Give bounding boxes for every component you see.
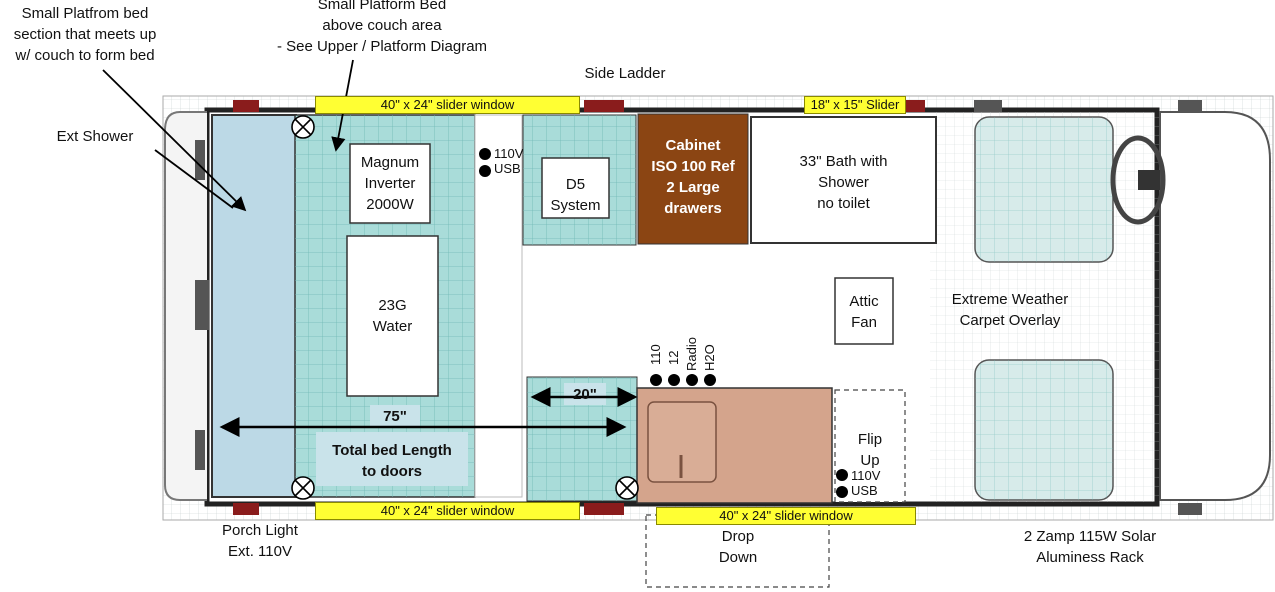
solar-label: 2 Zamp 115W Solar Aluminess Rack bbox=[1010, 526, 1170, 568]
flip-up-label: Flip Up bbox=[845, 429, 895, 471]
attic-fan-label: Attic Fan bbox=[835, 291, 893, 333]
steering-wheel bbox=[1110, 135, 1166, 225]
bath-line-1: 33" Bath with bbox=[799, 153, 888, 170]
window-bottom-right: 40" x 24" slider window bbox=[656, 507, 916, 525]
rear-doors bbox=[164, 111, 207, 501]
window-top-right: 18" x 15" Slider bbox=[804, 96, 906, 114]
galley-outlet-110: 110 bbox=[648, 344, 663, 365]
flip-up-table bbox=[834, 389, 906, 503]
d5-label: D5 System bbox=[542, 174, 609, 216]
wall-pillars bbox=[195, 100, 1202, 515]
outlet-dots bbox=[479, 148, 848, 498]
flip-up-line-2: Up bbox=[860, 452, 880, 469]
window-top-left: 40" x 24" slider window bbox=[315, 96, 580, 114]
driver-seat bbox=[974, 116, 1114, 263]
passenger-seat bbox=[974, 359, 1114, 501]
solar-line-1: 2 Zamp 115W Solar bbox=[1023, 528, 1157, 545]
bed-length-box bbox=[316, 432, 468, 486]
cabinet-line-2: ISO 100 Ref bbox=[651, 158, 735, 175]
fridge-cabinet bbox=[637, 113, 749, 245]
upper-outlet-110v: 110V bbox=[494, 146, 524, 161]
platform-bed-line-2: above couch area bbox=[322, 17, 442, 34]
small-bed-leader bbox=[102, 69, 247, 212]
light-fixtures bbox=[291, 115, 639, 500]
water-line-1: 23G bbox=[378, 297, 407, 314]
lower-outlet-labels: 110V USB bbox=[851, 468, 880, 498]
small-bed-line-1: Small Platfrom bed bbox=[21, 5, 149, 22]
cabinet-line-4: drawers bbox=[664, 200, 722, 217]
drop-down-line-2: Down bbox=[718, 549, 758, 566]
wall-markers bbox=[233, 100, 925, 515]
small-bed-line-3: w/ couch to form bed bbox=[15, 47, 155, 64]
bath-line-3: no toilet bbox=[817, 195, 870, 212]
cabinet-line-1: Cabinet bbox=[665, 137, 721, 154]
flip-up-line-1: Flip bbox=[857, 431, 883, 448]
porch-light-line-2: Ext. 110V bbox=[228, 543, 292, 560]
carpet-label: Extreme Weather Carpet Overlay bbox=[935, 289, 1085, 331]
drop-down-label: Drop Down bbox=[700, 526, 776, 568]
bed-length-label: Total bed Length to doors bbox=[316, 440, 468, 482]
bed-length-line-1: Total bed Length bbox=[332, 442, 452, 459]
ext-shower-leader bbox=[154, 149, 234, 209]
attic-fan-line-1: Attic bbox=[849, 293, 879, 310]
bath-label: 33" Bath with Shower no toilet bbox=[751, 151, 936, 214]
galley-outlet-12: 12 bbox=[666, 350, 681, 365]
platform-bed-callout: Small Platform Bed above couch area - Se… bbox=[262, 0, 502, 57]
rear-bed bbox=[211, 114, 297, 498]
d5-line-2: System bbox=[550, 197, 601, 214]
attic-fan-line-2: Fan bbox=[851, 314, 877, 331]
galley-outlet-radio: Radio bbox=[684, 337, 699, 371]
carpet-line-2: Carpet Overlay bbox=[959, 312, 1061, 329]
platform-bed-line-1: Small Platform Bed bbox=[317, 0, 447, 13]
attic-fan-box bbox=[834, 277, 894, 345]
inverter-line-1: Magnum bbox=[360, 154, 420, 171]
drop-down-line-1: Drop bbox=[721, 528, 755, 545]
water-line-2: Water bbox=[372, 318, 413, 335]
d5-line-1: D5 bbox=[565, 176, 586, 193]
bed-width-dimension: 75" bbox=[383, 408, 407, 425]
inverter-box bbox=[349, 143, 431, 224]
inverter-line-2: Inverter bbox=[364, 175, 416, 192]
galley-width-dimension: 20" bbox=[573, 386, 597, 403]
carpet-line-1: Extreme Weather bbox=[951, 291, 1069, 308]
bed-length-line-2: to doors bbox=[362, 463, 422, 480]
water-label: 23G Water bbox=[347, 295, 438, 337]
lower-outlet-110v: 110V bbox=[851, 468, 881, 483]
cabinet-line-3: 2 Large bbox=[666, 179, 720, 196]
upper-outlet-labels: 110V USB bbox=[494, 146, 523, 176]
porch-light-line-1: Porch Light bbox=[222, 522, 298, 539]
small-bed-callout: Small Platfrom bed section that meets up… bbox=[0, 3, 170, 66]
van-hood bbox=[1159, 111, 1271, 501]
inverter-label: Magnum Inverter 2000W bbox=[350, 152, 430, 215]
inverter-line-3: 2000W bbox=[366, 196, 414, 213]
upper-outlet-usb: USB bbox=[494, 161, 521, 176]
sink bbox=[647, 401, 717, 483]
water-box bbox=[346, 235, 439, 397]
lower-outlet-usb: USB bbox=[851, 483, 878, 498]
bath-box bbox=[750, 116, 937, 244]
solar-line-2: Aluminess Rack bbox=[1036, 549, 1144, 566]
bath-line-2: Shower bbox=[818, 174, 869, 191]
side-ladder-label: Side Ladder bbox=[584, 65, 666, 82]
ext-shower-label: Ext Shower bbox=[56, 128, 134, 145]
platform-bed-line-3: - See Upper / Platform Diagram bbox=[276, 38, 488, 55]
cabinet-label: Cabinet ISO 100 Ref 2 Large drawers bbox=[638, 135, 748, 219]
window-bottom-left: 40" x 24" slider window bbox=[315, 502, 580, 520]
small-bed-line-2: section that meets up bbox=[13, 26, 157, 43]
galley-outlet-h2o: H2O bbox=[702, 344, 717, 371]
porch-light-label: Porch Light Ext. 110V bbox=[205, 520, 315, 562]
d5-box bbox=[541, 157, 610, 219]
